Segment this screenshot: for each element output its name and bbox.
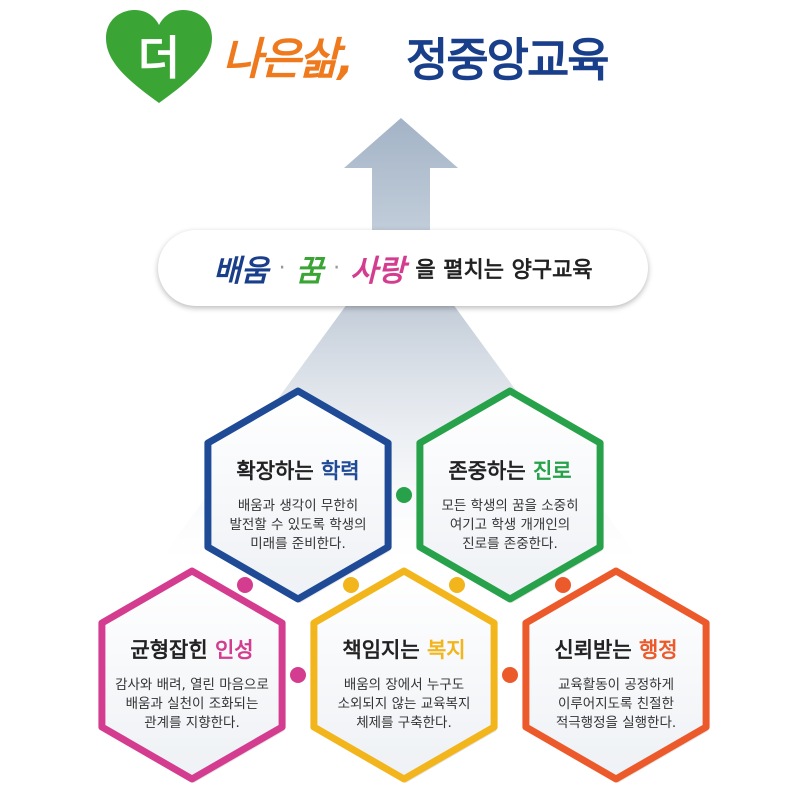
banner-word-dream: 꿈 bbox=[295, 254, 324, 289]
hexagon-career bbox=[416, 387, 604, 603]
connector-dot bbox=[343, 577, 359, 593]
hex-desc-line: 소외되지 않는 교육복지 bbox=[337, 696, 471, 712]
arrow-up-icon bbox=[344, 118, 458, 240]
hexagon-welfare bbox=[310, 567, 498, 783]
hexagon-academic bbox=[204, 387, 392, 603]
hex-desc-line: 진로를 존중한다. bbox=[462, 536, 558, 552]
banner-dot: · bbox=[333, 255, 341, 281]
hex-academic: 확장하는 학력 배움과 생각이 무한히 발전할 수 있도록 학생의 미래를 준비… bbox=[203, 455, 393, 554]
hexagon-character bbox=[98, 567, 286, 783]
hex-desc-line: 미래를 준비한다. bbox=[250, 536, 346, 552]
hex-desc-line: 배움과 생각이 무한히 bbox=[237, 498, 359, 514]
hex-desc-line: 적극행정을 실행한다. bbox=[555, 715, 677, 731]
hex-title-prefix: 균형잡힌 bbox=[130, 638, 215, 662]
hex-welfare: 책임지는 복지 배움의 장에서 누구도 소외되지 않는 교육복지 체제를 구축한… bbox=[309, 634, 499, 733]
hex-title-prefix: 존중하는 bbox=[448, 459, 533, 483]
heart-logo-icon: 더 bbox=[106, 10, 212, 103]
banner-dot: · bbox=[278, 255, 286, 281]
hex-desc-line: 배움의 장에서 누구도 bbox=[343, 677, 465, 693]
hex-desc-line: 발전할 수 있도록 학생의 bbox=[229, 517, 367, 533]
hex-title-prefix: 확장하는 bbox=[236, 459, 321, 483]
hex-title-key: 진로 bbox=[532, 459, 572, 483]
hex-title-prefix: 신뢰받는 bbox=[554, 638, 639, 662]
banner-suffix: 을 펼치는 양구교육 bbox=[415, 258, 593, 283]
hex-desc-line: 여기고 학생 개개인의 bbox=[449, 517, 571, 533]
hex-desc-line: 체제를 구축한다. bbox=[356, 715, 452, 731]
title-row: 더 나은삶, 정중앙교육 bbox=[0, 0, 802, 120]
heart-logo-char: 더 bbox=[138, 31, 180, 85]
hexagon-administration bbox=[522, 567, 710, 783]
hex-desc-line: 감사와 배려, 열린 마음으로 bbox=[115, 677, 269, 693]
hex-desc-line: 이루어지도록 친절한 bbox=[557, 696, 675, 712]
banner-word-learning: 배움 bbox=[213, 254, 269, 289]
connector-dot bbox=[502, 667, 518, 683]
motto-banner: 배움 · 꿈 · 사랑 을 펼치는 양구교육 bbox=[158, 230, 648, 306]
banner-word-love: 사랑 bbox=[350, 254, 406, 289]
connector-dot bbox=[449, 577, 465, 593]
hex-title-key: 행정 bbox=[638, 638, 678, 662]
hex-title-key: 학력 bbox=[320, 459, 360, 483]
hex-desc-line: 관계를 지향한다. bbox=[144, 715, 240, 731]
hex-character: 균형잡힌 인성 감사와 배려, 열린 마음으로 배움과 실천이 조화되는 관계를… bbox=[97, 634, 287, 733]
connector-dot bbox=[555, 577, 571, 593]
hex-desc-line: 교육활동이 공정하게 bbox=[557, 677, 675, 693]
hex-desc-line: 배움과 실천이 조화되는 bbox=[125, 696, 259, 712]
hex-title-prefix: 책임지는 bbox=[342, 638, 427, 662]
slogan-right: 정중앙교육 bbox=[406, 33, 610, 87]
hex-career: 존중하는 진로 모든 학생의 꿈을 소중히 여기고 학생 개개인의 진로를 존중… bbox=[415, 455, 605, 554]
connector-dot bbox=[237, 577, 253, 593]
connector-dot bbox=[290, 667, 306, 683]
hex-desc-line: 모든 학생의 꿈을 소중히 bbox=[441, 498, 579, 514]
hex-title-key: 인성 bbox=[214, 638, 254, 662]
slogan-left: 나은삶, bbox=[222, 34, 354, 85]
hex-title-key: 복지 bbox=[426, 638, 466, 662]
hex-administration: 신뢰받는 행정 교육활동이 공정하게 이루어지도록 친절한 적극행정을 실행한다… bbox=[521, 634, 711, 733]
connector-dot bbox=[396, 487, 412, 503]
